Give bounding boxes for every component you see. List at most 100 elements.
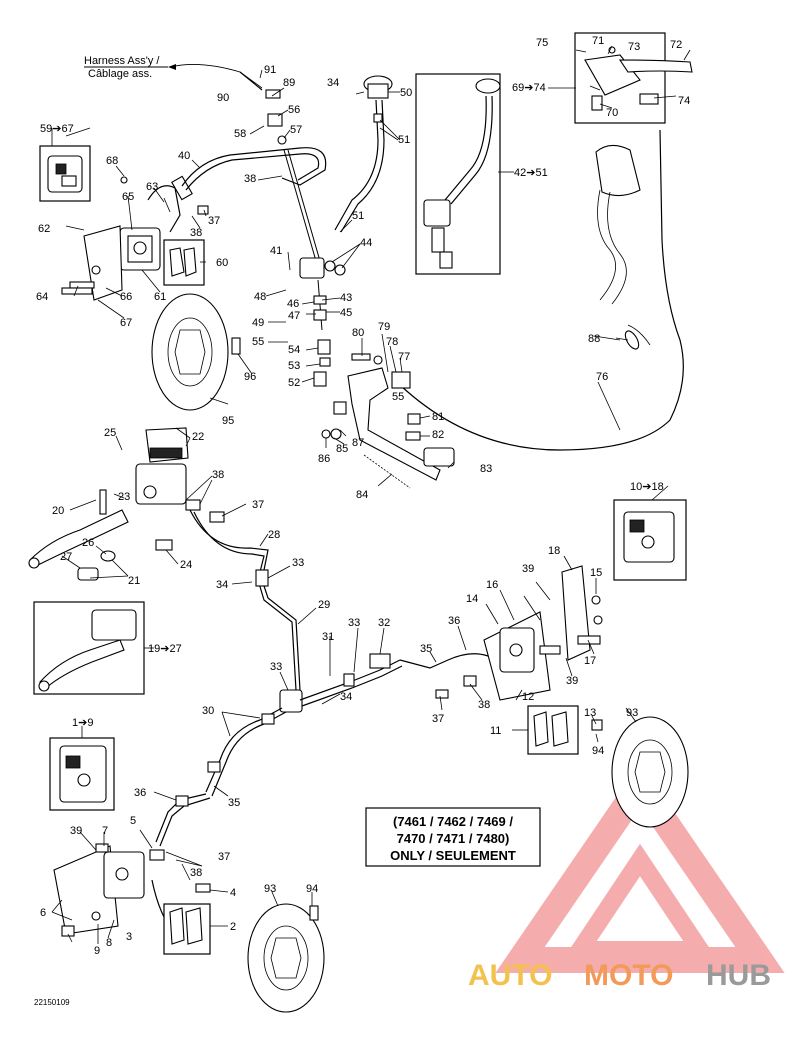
label-67: 67 bbox=[120, 317, 132, 329]
label-58: 58 bbox=[234, 128, 246, 140]
label-76: 76 bbox=[596, 371, 608, 383]
watermark-logo bbox=[495, 762, 785, 973]
label-85: 85 bbox=[336, 443, 348, 455]
label-56: 56 bbox=[288, 104, 300, 116]
label-82: 82 bbox=[432, 429, 444, 441]
label-89: 89 bbox=[283, 77, 295, 89]
label-39-right: 39 bbox=[522, 563, 534, 575]
label-1-9: 1➔9 bbox=[72, 717, 93, 729]
label-52: 52 bbox=[288, 377, 300, 389]
label-29: 29 bbox=[318, 599, 330, 611]
label-32: 32 bbox=[378, 617, 390, 629]
label-90: 90 bbox=[217, 92, 229, 104]
label-34-top: 34 bbox=[327, 77, 339, 89]
label-31: 31 bbox=[322, 631, 334, 643]
label-71: 71 bbox=[592, 35, 604, 47]
applicability-note: (7461 / 7462 / 7469 / 7470 / 7471 / 7480… bbox=[365, 807, 541, 867]
label-7: 7 bbox=[102, 825, 108, 837]
label-33-b: 33 bbox=[348, 617, 360, 629]
label-36-right: 36 bbox=[448, 615, 460, 627]
inset-caliper-1-9 bbox=[49, 737, 115, 811]
label-84: 84 bbox=[356, 489, 368, 501]
watermark-hub: HUB bbox=[706, 959, 771, 992]
label-51-mid: 51 bbox=[352, 210, 364, 222]
label-8: 8 bbox=[106, 937, 112, 949]
label-93-low: 93 bbox=[264, 883, 276, 895]
reservoir-assembly bbox=[334, 75, 393, 233]
label-48: 48 bbox=[254, 291, 266, 303]
label-19-27: 19➔27 bbox=[148, 643, 182, 655]
label-77: 77 bbox=[398, 351, 410, 363]
label-95: 95 bbox=[222, 415, 234, 427]
label-6: 6 bbox=[40, 907, 46, 919]
label-39-low: 39 bbox=[70, 825, 82, 837]
label-26: 26 bbox=[82, 537, 94, 549]
label-45: 45 bbox=[340, 307, 352, 319]
label-94-right: 94 bbox=[592, 745, 604, 757]
note-line-3: ONLY / SEULEMENT bbox=[390, 848, 516, 863]
label-43: 43 bbox=[340, 292, 352, 304]
label-40: 40 bbox=[178, 150, 190, 162]
label-25: 25 bbox=[104, 427, 116, 439]
part-number-labels: 91 90 89 56 58 57 34 50 51 40 38 51 44 4… bbox=[36, 35, 690, 957]
label-81: 81 bbox=[432, 411, 444, 423]
label-38-top: 38 bbox=[244, 173, 256, 185]
brake-disc-95 bbox=[151, 293, 241, 411]
label-33-c: 33 bbox=[270, 661, 282, 673]
label-10-18: 10➔18 bbox=[630, 481, 664, 493]
label-60: 60 bbox=[216, 257, 228, 269]
label-51-top: 51 bbox=[398, 134, 410, 146]
label-34-low: 34 bbox=[340, 691, 352, 703]
label-37-right: 37 bbox=[432, 713, 444, 725]
label-28: 28 bbox=[268, 529, 280, 541]
label-62: 62 bbox=[38, 223, 50, 235]
label-4: 4 bbox=[230, 887, 236, 899]
label-88: 88 bbox=[588, 333, 600, 345]
label-83: 83 bbox=[480, 463, 492, 475]
label-64: 64 bbox=[36, 291, 48, 303]
label-65: 65 bbox=[122, 191, 134, 203]
label-63: 63 bbox=[146, 181, 158, 193]
label-38-right: 38 bbox=[478, 699, 490, 711]
label-74: 74 bbox=[678, 95, 690, 107]
label-59-67: 59➔67 bbox=[40, 123, 74, 135]
inset-caliper-59-67 bbox=[39, 145, 91, 202]
label-34-mid: 34 bbox=[216, 579, 228, 591]
inset-reservoir-42-51 bbox=[415, 73, 501, 275]
label-80: 80 bbox=[352, 327, 364, 339]
label-55-right: 55 bbox=[392, 391, 404, 403]
label-21: 21 bbox=[128, 575, 140, 587]
label-96: 96 bbox=[244, 371, 256, 383]
label-86: 86 bbox=[318, 453, 330, 465]
brake-pedal-assembly bbox=[321, 353, 455, 489]
label-15: 15 bbox=[590, 567, 602, 579]
label-14: 14 bbox=[466, 593, 478, 605]
label-55-left: 55 bbox=[252, 336, 264, 348]
label-44: 44 bbox=[360, 237, 372, 249]
drawing-code: 22150109 bbox=[34, 998, 70, 1007]
harness-label-fr: Câblage ass. bbox=[88, 68, 152, 80]
harness-label-en: Harness Ass'y / bbox=[84, 55, 160, 67]
label-37-mid: 37 bbox=[252, 499, 264, 511]
label-30: 30 bbox=[202, 705, 214, 717]
label-94-low: 94 bbox=[306, 883, 318, 895]
label-50: 50 bbox=[400, 87, 412, 99]
right-handlebar-cable bbox=[399, 129, 684, 451]
brake-disc-93-bottom bbox=[247, 903, 325, 1013]
label-12: 12 bbox=[522, 691, 534, 703]
central-brake-lines bbox=[155, 509, 489, 847]
label-68: 68 bbox=[106, 155, 118, 167]
watermark-auto: AUTO bbox=[468, 959, 552, 992]
master-cylinder-shaft bbox=[265, 89, 346, 387]
label-20: 20 bbox=[52, 505, 64, 517]
label-54: 54 bbox=[288, 344, 300, 356]
label-2: 2 bbox=[230, 921, 236, 933]
label-23: 23 bbox=[118, 491, 130, 503]
watermark-moto: MOTO bbox=[584, 959, 673, 992]
inset-caliper-10-18 bbox=[613, 499, 687, 581]
rear-caliper-assembly bbox=[53, 843, 211, 955]
label-57: 57 bbox=[290, 124, 302, 136]
label-47: 47 bbox=[288, 310, 300, 322]
label-69-74: 69➔74 bbox=[512, 82, 546, 94]
label-91: 91 bbox=[264, 64, 276, 76]
